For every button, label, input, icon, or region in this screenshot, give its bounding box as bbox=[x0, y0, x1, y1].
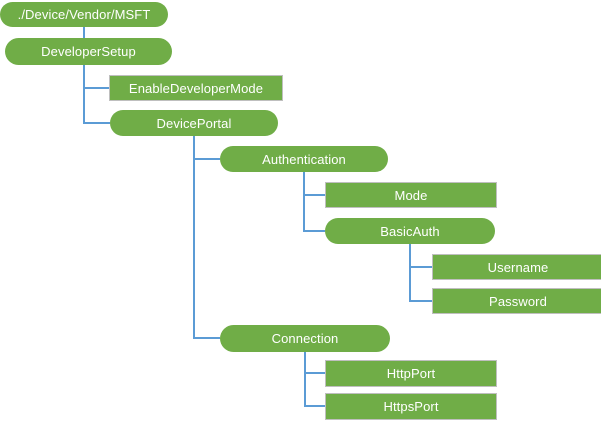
connector-connection-to-httpsport bbox=[304, 352, 325, 407]
connector-basicauth-to-password bbox=[409, 244, 432, 302]
node-mode[interactable]: Mode bbox=[325, 182, 497, 208]
connector-authentication-to-mode bbox=[303, 172, 325, 196]
node-label-httpsport: HttpsPort bbox=[383, 399, 439, 414]
node-label-username: Username bbox=[487, 259, 549, 275]
node-root[interactable]: ./Device/Vendor/MSFT bbox=[0, 2, 168, 27]
connector-deviceportal-to-connection bbox=[193, 136, 220, 339]
node-label-password: Password bbox=[489, 293, 547, 309]
node-authentication[interactable]: Authentication bbox=[220, 146, 388, 172]
node-developersetup[interactable]: DeveloperSetup bbox=[5, 38, 172, 65]
node-label-deviceportal: DevicePortal bbox=[156, 115, 232, 131]
node-label-basicauth: BasicAuth bbox=[380, 223, 440, 239]
node-label-connection: Connection bbox=[271, 331, 339, 346]
node-label-httpport: HttpPort bbox=[386, 366, 436, 381]
node-httpport[interactable]: HttpPort bbox=[325, 360, 497, 387]
connector-authentication-to-basicauth bbox=[303, 172, 325, 232]
connector-deviceportal-to-authentication bbox=[193, 136, 220, 160]
node-label-root: ./Device/Vendor/MSFT bbox=[17, 7, 151, 22]
node-label-mode: Mode bbox=[394, 187, 428, 203]
node-deviceportal[interactable]: DevicePortal bbox=[110, 110, 278, 136]
node-basicauth[interactable]: BasicAuth bbox=[325, 218, 495, 244]
node-enabledevelopermode[interactable]: EnableDeveloperMode bbox=[109, 75, 283, 101]
connector-basicauth-to-username bbox=[409, 244, 432, 268]
node-username[interactable]: Username bbox=[432, 254, 601, 280]
node-label-authentication: Authentication bbox=[262, 151, 346, 167]
node-label-developersetup: DeveloperSetup bbox=[41, 44, 136, 59]
node-httpsport[interactable]: HttpsPort bbox=[325, 393, 497, 420]
node-connection[interactable]: Connection bbox=[220, 325, 390, 352]
connector-developersetup-to-enabledevelopermode bbox=[83, 65, 109, 89]
node-password[interactable]: Password bbox=[432, 288, 601, 314]
connector-connection-to-httpport bbox=[304, 352, 325, 374]
node-label-enabledevelopermode: EnableDeveloperMode bbox=[128, 80, 264, 96]
connector-developersetup-to-deviceportal bbox=[83, 65, 110, 124]
